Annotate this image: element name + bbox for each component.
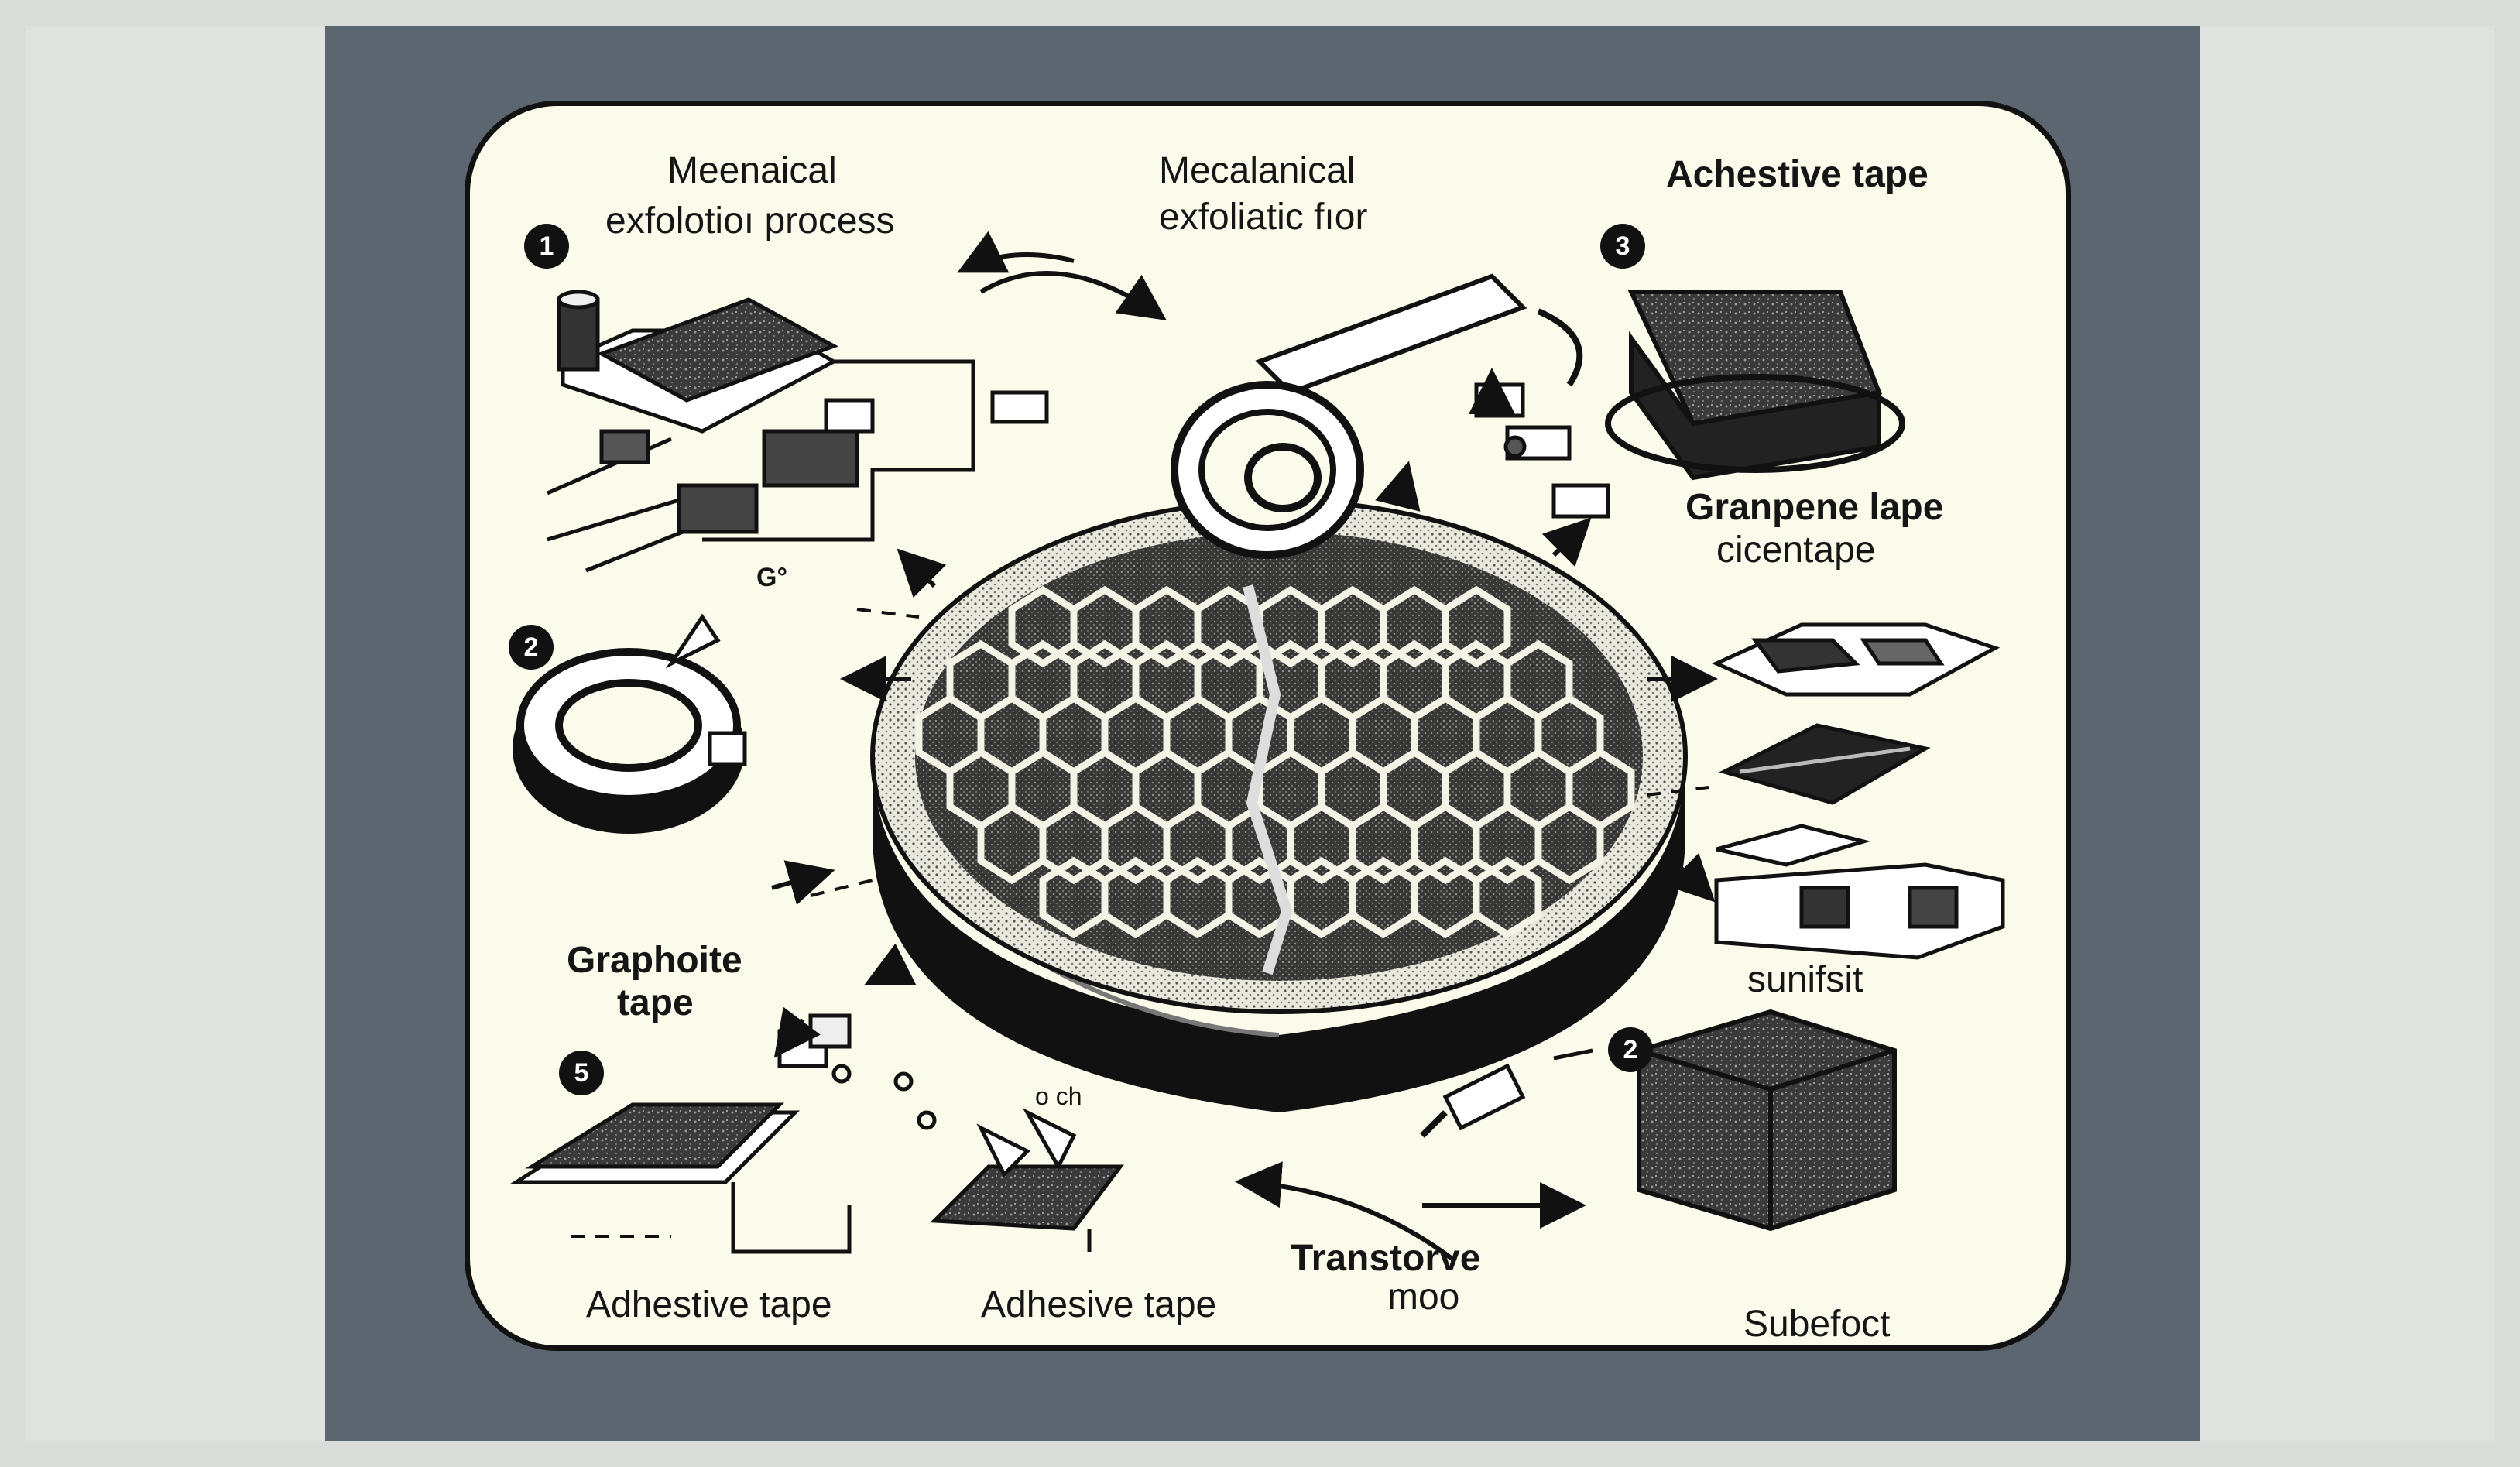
circuit-apparatus [546,290,975,573]
step-badge-2-lower: 2 [1608,1027,1653,1072]
label-small-mark: o ch [1035,1082,1082,1110]
label-left-mid-title: Graphoite [567,940,742,981]
diagram-card: 1 2 3 5 2 Meenaical exfolotioı process M… [465,101,2071,1351]
label-top-center-title: Mecalanical [1159,150,1356,191]
label-top-center-subtitle: exfoliatic fıor [1159,197,1368,238]
label-bottom-mid-subtitle: moo [1387,1277,1460,1318]
bottom-right-block [1637,1009,1897,1232]
step-badge-5: 5 [559,1051,604,1095]
exfoliation-illustration [509,231,2005,1262]
tape-roll-top [1171,273,1583,559]
label-right-lower: sunifsit [1747,959,1863,1000]
label-bottom-mid-title: Transtorve [1291,1238,1481,1279]
step-badge-1: 1 [524,224,569,269]
label-small-mark-2: G° [756,563,788,592]
layered-sheets [1711,622,2005,960]
graphite-disc [870,499,1688,1112]
process-arrows [771,231,1718,1262]
step-badge-3: 3 [1600,224,1645,269]
label-left-mid-subtitle: tape [617,982,694,1023]
left-margin-panel [26,26,325,1441]
step-badge-2: 2 [509,625,554,670]
label-right-mid-title: Granpene lape [1685,487,1944,528]
dashed-guides [571,608,1709,1238]
bottom-left-plate [509,1102,852,1254]
right-margin-panel [2200,26,2494,1441]
label-right-mid-subtitle: cicentape [1716,530,1876,571]
label-bottom-center: Adhesive tape [981,1284,1217,1325]
label-bottom-right: Subefoct [1743,1304,1891,1345]
tape-roll-left [513,613,747,834]
label-top-left-subtitle: exfolotioı process [605,201,895,242]
hexagon-lattice [915,585,1635,939]
stylus-tool [1420,1017,1593,1138]
label-top-right: Achestive tape [1666,154,1929,195]
top-right-stack [1605,290,1905,481]
label-bottom-left: Adhestive tape [586,1284,832,1325]
label-top-left-title: Meenaical [667,150,837,191]
